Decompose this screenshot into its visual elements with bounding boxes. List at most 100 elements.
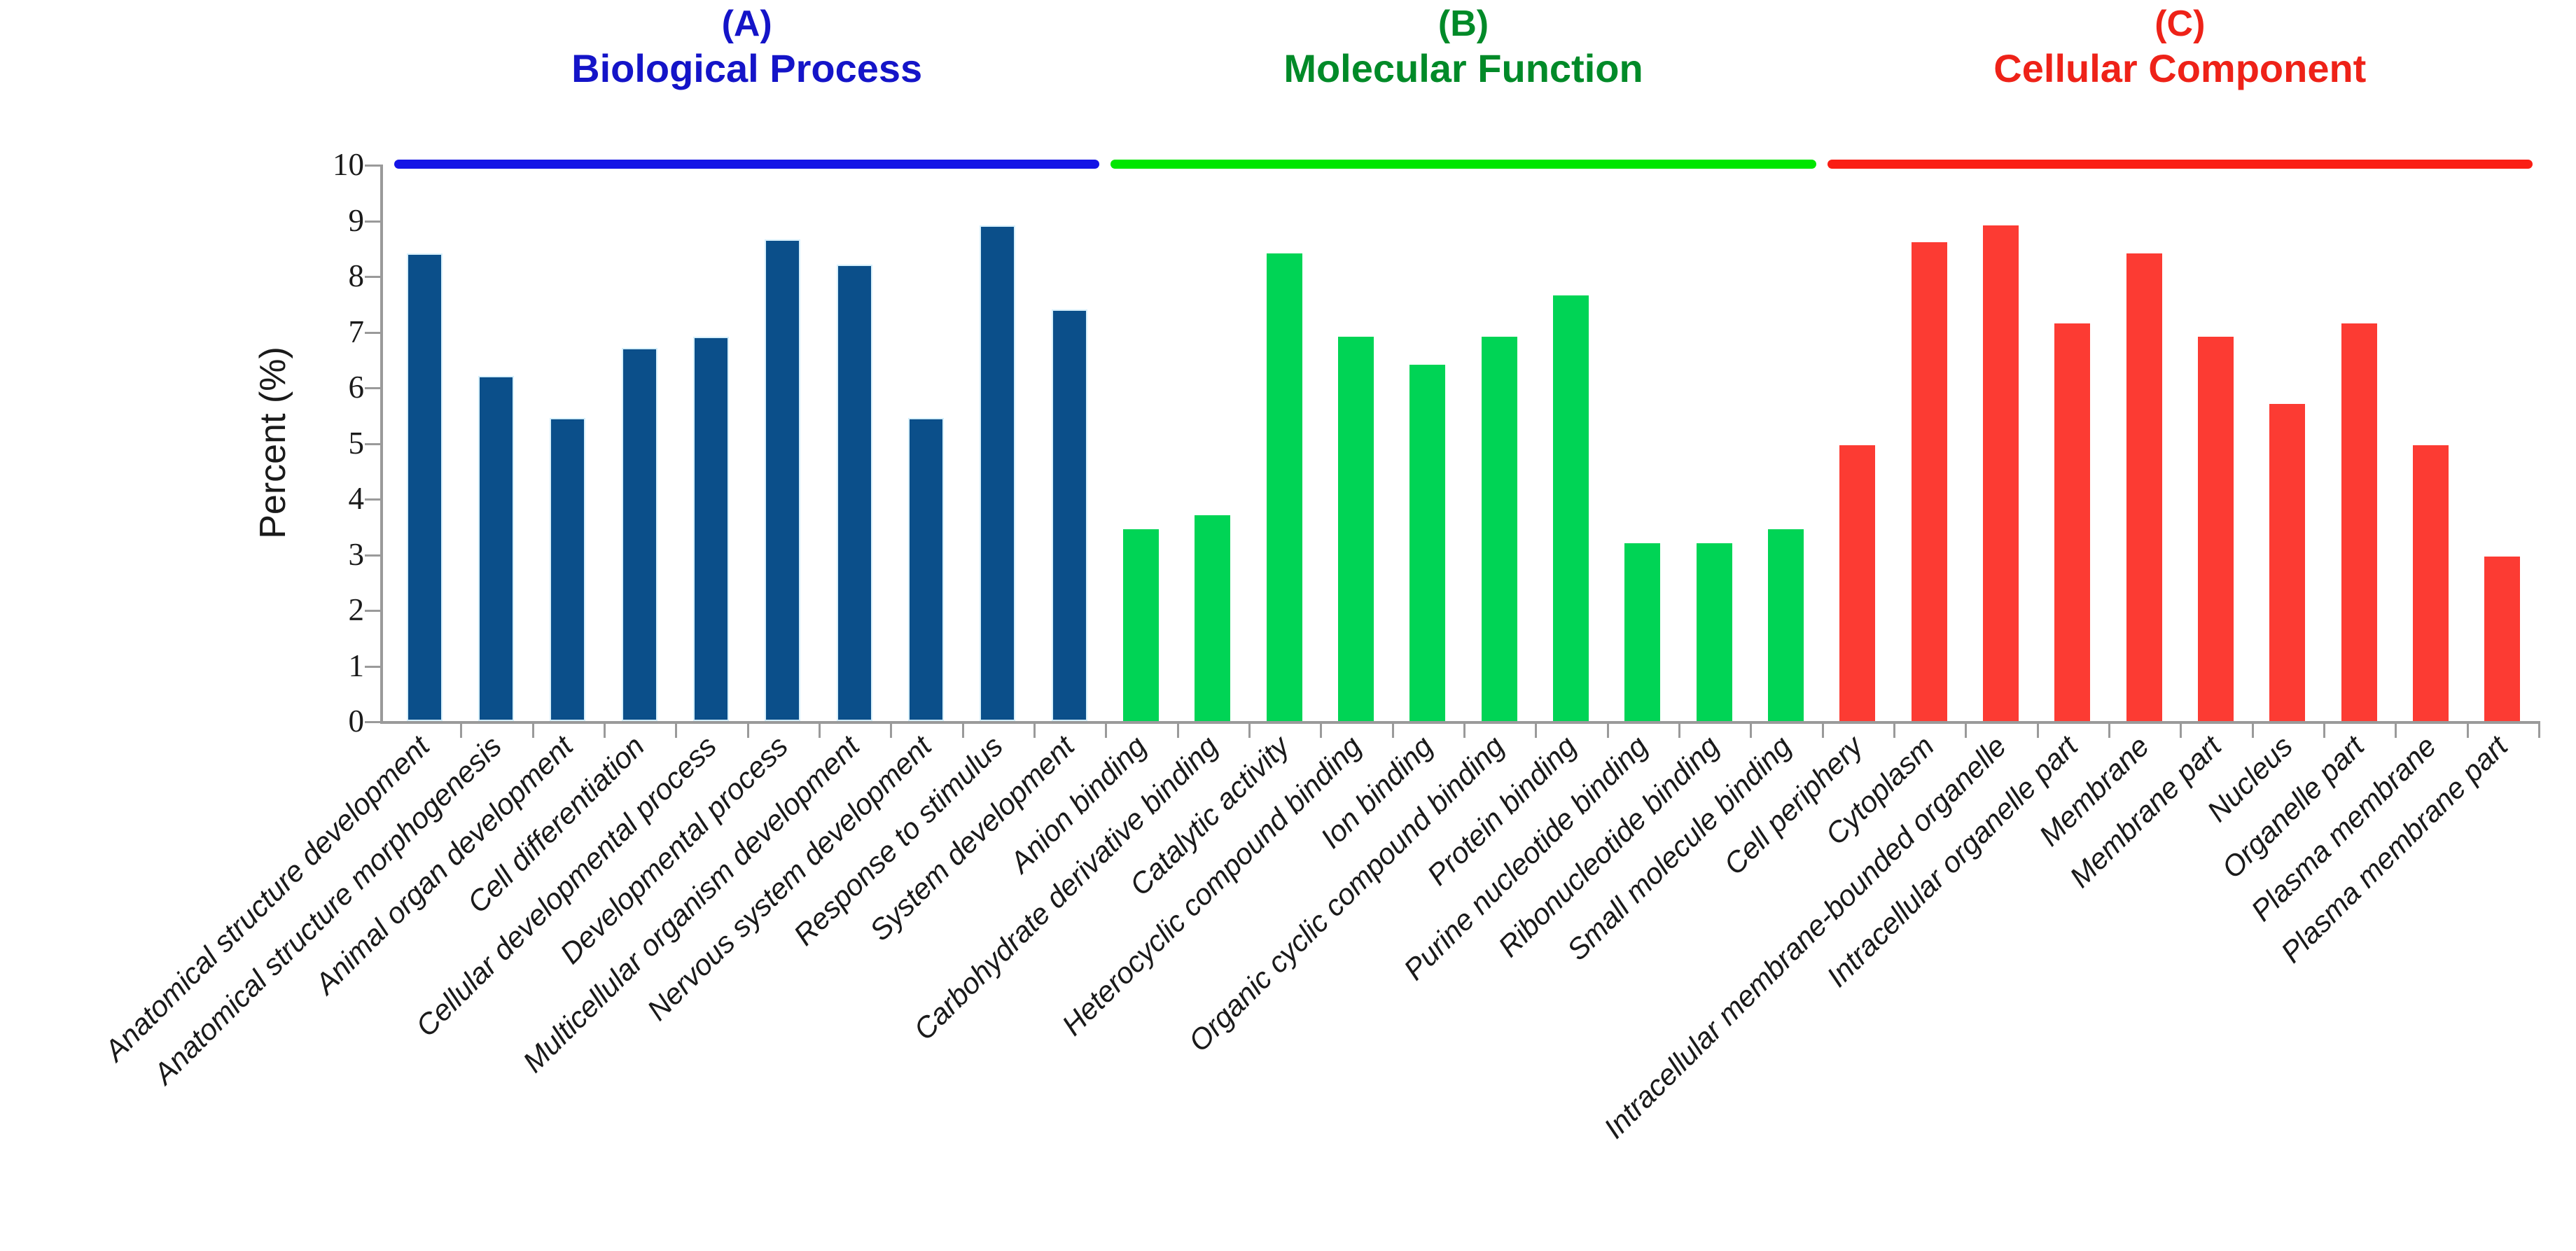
group-title-a: Biological Process xyxy=(571,46,923,90)
group-tag-a: (A) xyxy=(721,4,772,44)
group-rule-b xyxy=(1111,160,1816,169)
group-title-b: Molecular Function xyxy=(1283,46,1643,90)
y-axis-tick-label: 10 xyxy=(333,147,364,182)
x-axis-tick xyxy=(746,721,749,738)
bar xyxy=(2269,403,2306,721)
y-axis-tick-label: 0 xyxy=(348,704,365,739)
x-axis-tick xyxy=(1965,721,1968,738)
bar xyxy=(1481,337,1517,721)
bar xyxy=(2126,253,2162,721)
x-axis-tick xyxy=(1606,721,1609,738)
x-axis-tick xyxy=(1105,721,1108,738)
x-axis-tick xyxy=(1893,721,1895,738)
y-axis-tick xyxy=(365,498,380,501)
bar xyxy=(1266,253,1302,721)
bar xyxy=(478,376,515,721)
x-axis-tick xyxy=(1750,721,1753,738)
bar xyxy=(2341,323,2377,721)
bar xyxy=(550,417,586,721)
x-axis-tick xyxy=(2036,721,2039,738)
bar xyxy=(1552,295,1589,721)
y-axis-line xyxy=(380,165,383,721)
bar xyxy=(1696,543,1732,721)
y-axis-tick xyxy=(365,331,380,334)
bar xyxy=(1122,529,1160,721)
bar xyxy=(1195,515,1231,721)
bar xyxy=(836,265,872,721)
bar xyxy=(1839,445,1876,721)
bar xyxy=(1051,309,1087,721)
x-axis-tick xyxy=(1535,721,1538,738)
y-axis-tick xyxy=(365,165,380,167)
x-axis-tick xyxy=(1176,721,1179,738)
group-header-c: (C) Cellular Component xyxy=(1822,6,2538,91)
bar xyxy=(1624,543,1661,721)
bar xyxy=(1337,337,1374,721)
bar xyxy=(2412,445,2449,721)
x-axis-tick xyxy=(2251,721,2254,738)
y-axis-tick-label: 3 xyxy=(348,536,365,572)
group-tag-b: (B) xyxy=(1437,4,1489,44)
group-rule-a xyxy=(394,160,1100,169)
x-axis-tick xyxy=(2395,721,2397,738)
y-axis-tick xyxy=(365,610,380,612)
x-axis-tick xyxy=(1678,721,1680,738)
y-axis-tick-label: 6 xyxy=(348,370,365,405)
y-axis-tick xyxy=(365,276,380,278)
x-axis-tick xyxy=(460,721,463,738)
x-axis-tick xyxy=(961,721,964,738)
y-axis-tick-label: 1 xyxy=(348,648,365,683)
y-axis-tick-label: 7 xyxy=(348,314,365,349)
bar xyxy=(1982,225,2019,721)
y-axis-tick xyxy=(365,387,380,389)
y-axis-tick xyxy=(365,442,380,445)
y-axis-tick-label: 4 xyxy=(348,481,365,516)
y-axis-tick xyxy=(365,721,380,723)
x-axis-tick xyxy=(890,721,893,738)
y-axis-tick xyxy=(365,665,380,668)
group-rule-c xyxy=(1827,160,2533,169)
bar xyxy=(907,417,945,721)
bar xyxy=(621,348,657,721)
x-axis-tick xyxy=(2466,721,2469,738)
y-axis-tick xyxy=(365,220,380,223)
bar xyxy=(2197,337,2234,721)
y-axis-tick xyxy=(365,554,380,557)
x-axis-tick xyxy=(2538,721,2540,738)
bar xyxy=(980,225,1016,721)
bar xyxy=(692,337,730,721)
bar xyxy=(2484,557,2521,721)
x-axis-tick xyxy=(1248,721,1251,738)
x-axis-tick xyxy=(2180,721,2182,738)
group-headers: (A) Biological Process (B) Molecular Fun… xyxy=(0,0,2576,169)
y-axis-tick-label: 9 xyxy=(348,202,365,238)
x-axis-tick xyxy=(1033,721,1036,738)
group-tag-c: (C) xyxy=(2154,4,2206,44)
y-axis-tick-label: 8 xyxy=(348,258,365,293)
bar xyxy=(2054,323,2091,721)
x-axis-tick xyxy=(1391,721,1394,738)
y-axis-tick-label: 5 xyxy=(348,425,365,461)
bar xyxy=(406,253,443,721)
x-axis-tick xyxy=(2108,721,2110,738)
x-axis-tick xyxy=(819,721,821,738)
bar xyxy=(1911,242,1947,721)
bar xyxy=(1767,529,1804,721)
x-axis-tick xyxy=(1320,721,1323,738)
y-axis-labels: 0 1 2 3 4 5 6 7 8 9 10 xyxy=(273,147,365,739)
x-axis-tick xyxy=(604,721,606,738)
bar xyxy=(765,239,801,721)
x-axis-tick xyxy=(675,721,678,738)
x-axis-tick xyxy=(2323,721,2325,738)
x-axis-tick xyxy=(531,721,534,738)
y-axis-tick-label: 2 xyxy=(348,592,365,627)
bar xyxy=(1409,365,1446,721)
plot-area xyxy=(365,165,2540,738)
group-header-b: (B) Molecular Function xyxy=(1105,6,1821,91)
group-title-c: Cellular Component xyxy=(1993,46,2367,90)
x-axis-tick xyxy=(1463,721,1465,738)
x-axis-line xyxy=(380,721,2538,724)
group-header-a: (A) Biological Process xyxy=(389,6,1105,91)
x-axis-tick xyxy=(1821,721,1824,738)
